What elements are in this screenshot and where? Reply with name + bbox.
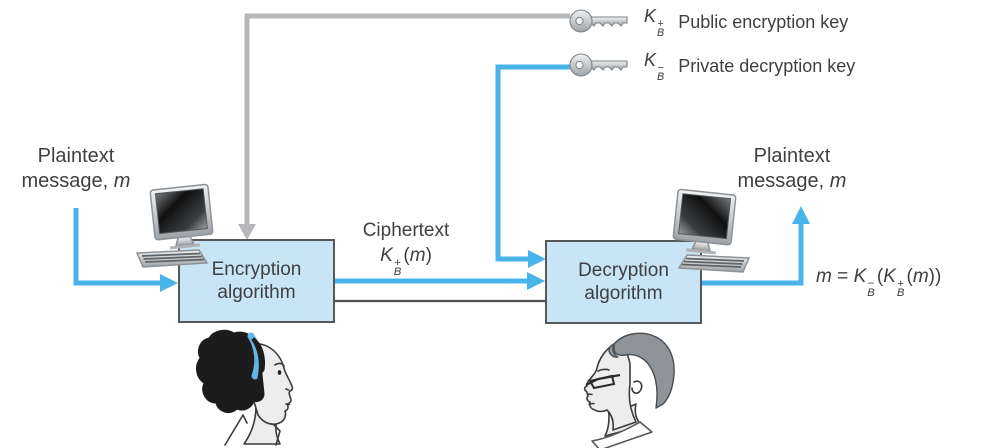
encryption-box-label-line2: algorithm xyxy=(217,282,296,303)
private-key-arrowhead xyxy=(528,250,546,268)
encryption-box xyxy=(178,239,335,323)
private-key-symbol: K−B xyxy=(644,50,665,83)
plaintext-input-arrow xyxy=(73,208,178,292)
public-key-symbol: K+B xyxy=(644,6,665,39)
plaintext-out-line2: message, m xyxy=(737,170,847,192)
decryption-box-label: Decryption algorithm xyxy=(546,241,701,323)
ciphertext-arrow xyxy=(335,272,545,290)
decryption-box-label-line2: algorithm xyxy=(584,283,663,304)
private-key-path xyxy=(495,64,570,268)
private-key-legend-text: Private decryption key xyxy=(678,55,856,76)
decryption-box-label-line1: Decryption xyxy=(578,260,669,281)
encryption-box-label-line1: Encryption xyxy=(211,259,302,280)
public-key-icon xyxy=(569,9,628,33)
encryption-box-label: Encryption algorithm xyxy=(179,240,334,322)
ciphertext-line1: Ciphertext xyxy=(362,220,450,241)
ciphertext-line2: K+B(m) xyxy=(380,245,432,278)
plaintext-out-label: Plaintext message, m xyxy=(722,144,862,194)
private-key-icon xyxy=(569,53,628,77)
public-key-path xyxy=(238,13,570,240)
plaintext-out-line1: Plaintext xyxy=(753,145,831,167)
alice-illustration xyxy=(196,329,294,446)
bob-illustration xyxy=(583,332,675,448)
plaintext-in-line1: Plaintext xyxy=(37,145,115,167)
plaintext-in-label: Plaintext message, m xyxy=(6,144,146,194)
public-key-legend: K+B Public encryption key xyxy=(644,6,849,39)
plaintext-output-arrow xyxy=(701,206,810,286)
ciphertext-label: Ciphertext K+B(m) xyxy=(341,218,471,278)
plaintext-in-line2: message, m xyxy=(21,170,131,192)
public-key-legend-text: Public encryption key xyxy=(678,11,849,32)
decryption-box xyxy=(545,240,702,324)
output-formula: m=K−B(K+B(m)) xyxy=(816,266,942,299)
private-key-legend: K−B Private decryption key xyxy=(644,50,856,83)
public-key-arrowhead xyxy=(238,224,256,240)
